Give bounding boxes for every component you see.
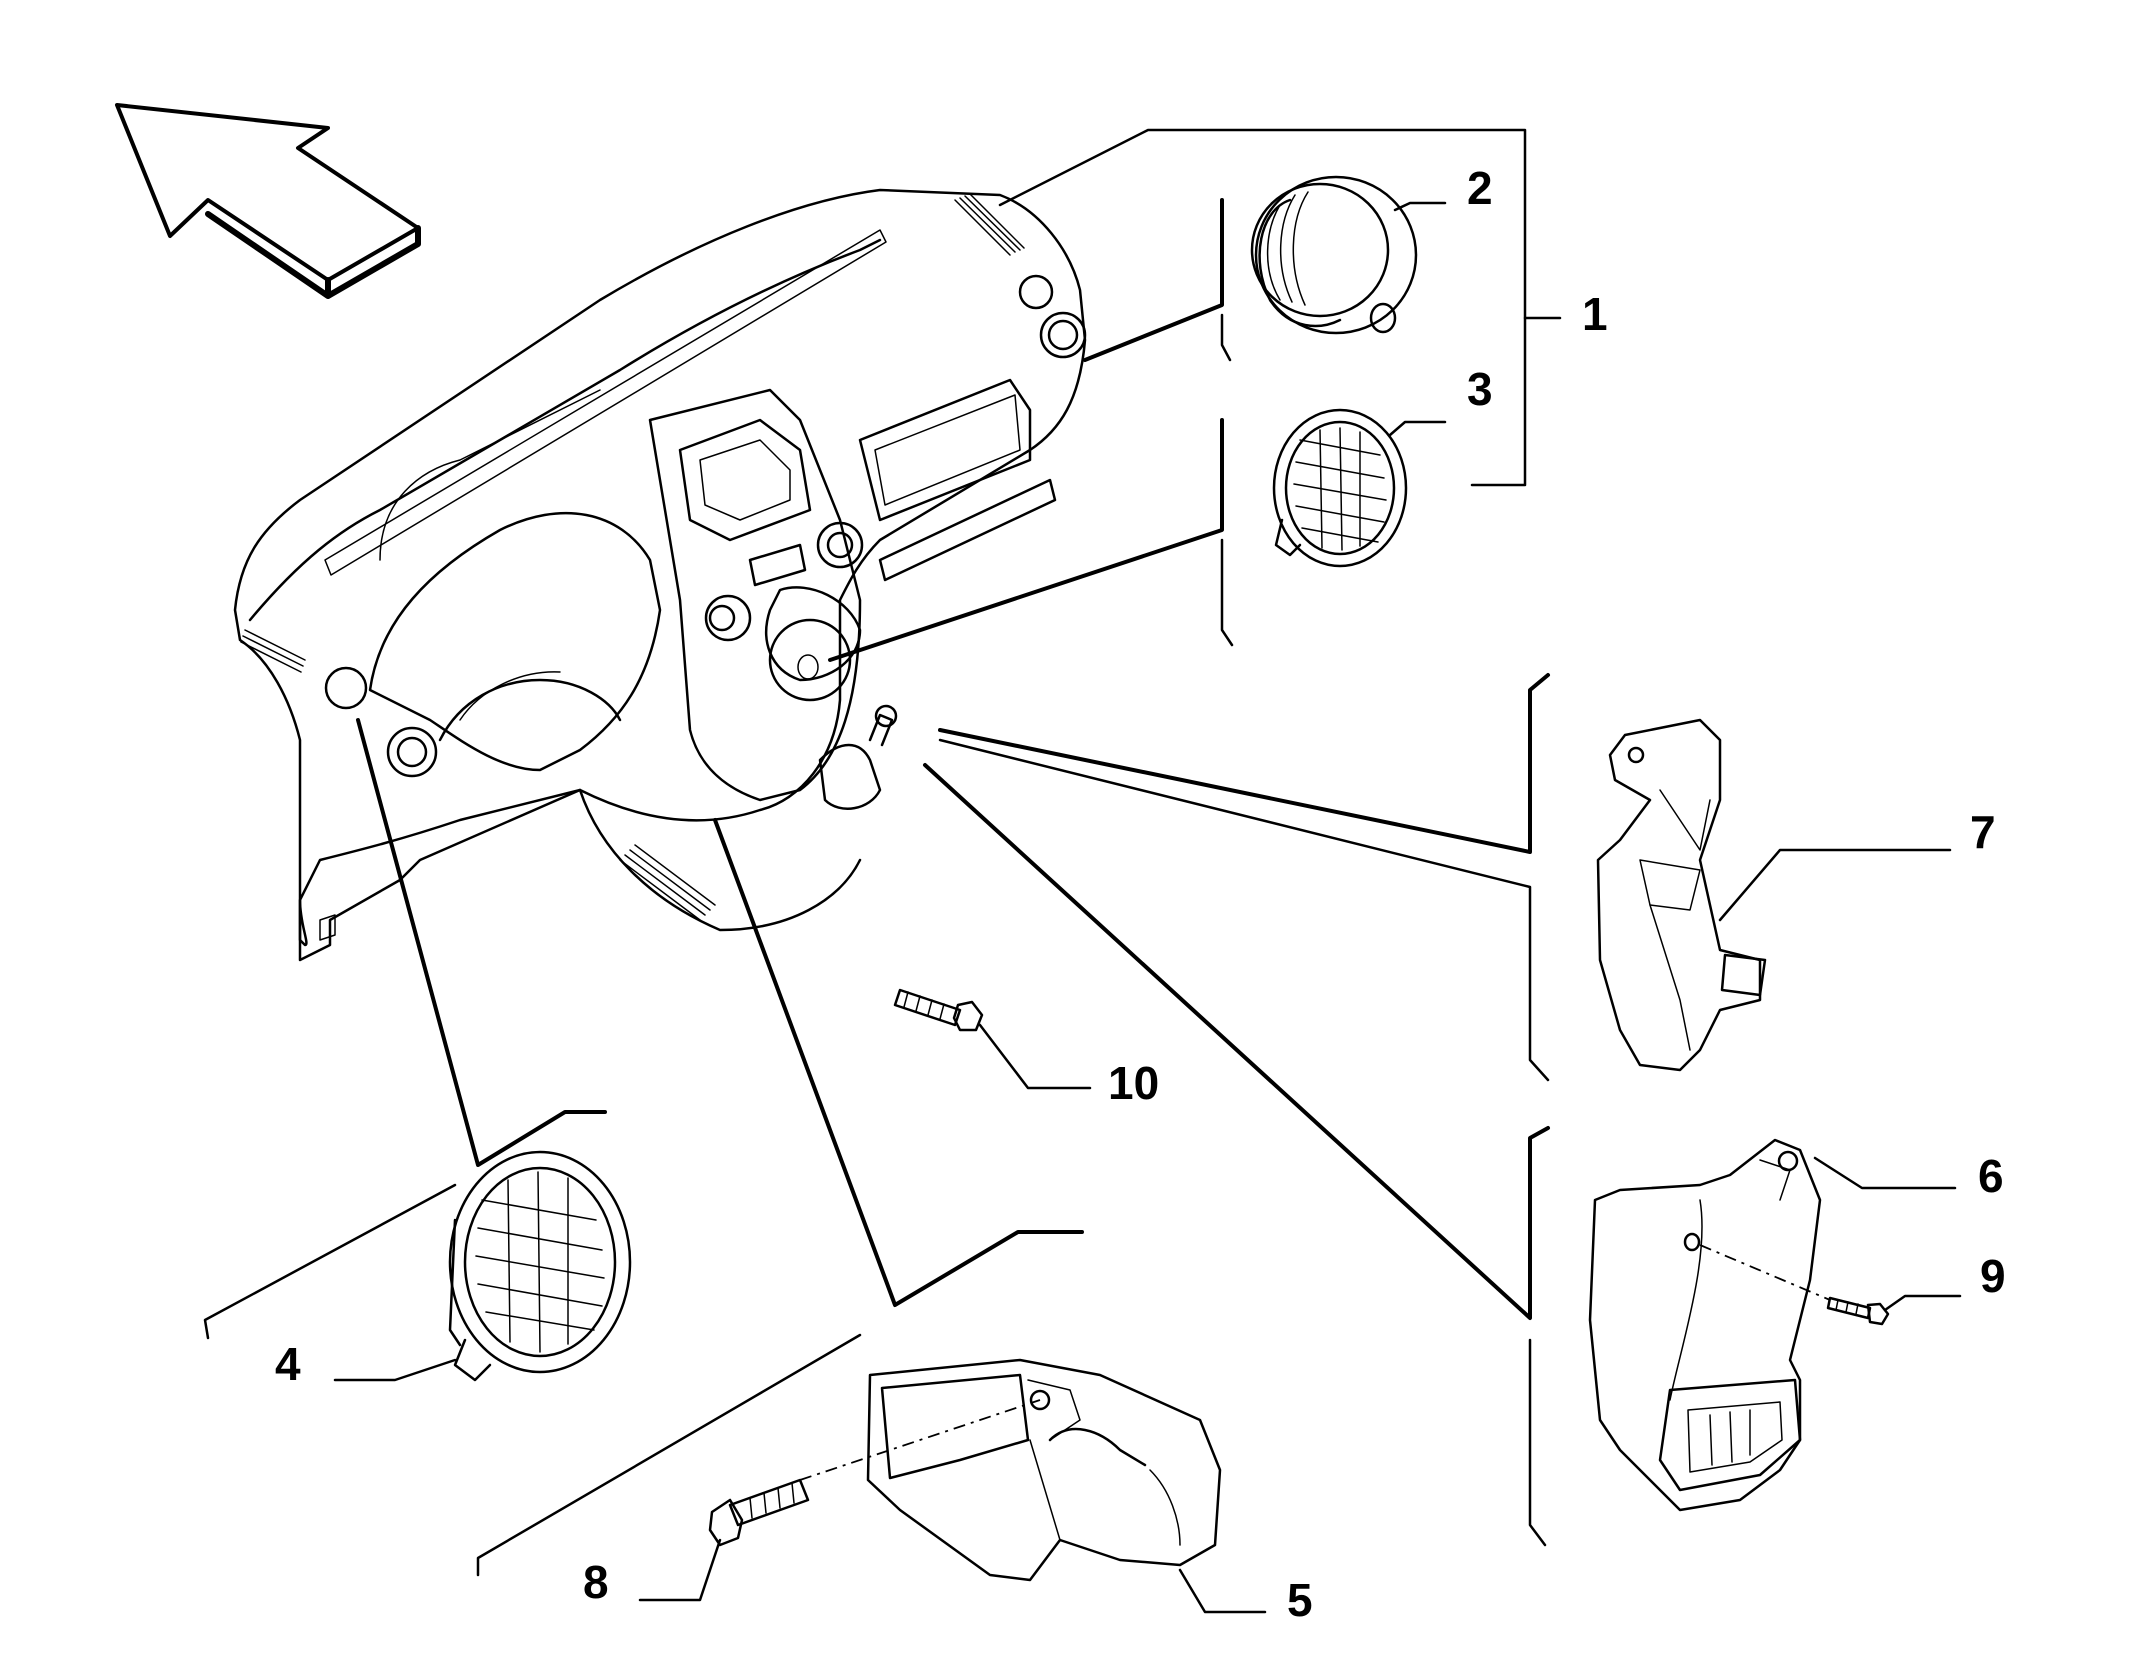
part-2-round-vent xyxy=(1250,175,1418,335)
callout-1: 1 xyxy=(1582,288,1608,340)
part-10-bolt xyxy=(893,988,984,1032)
callout-2: 2 xyxy=(1467,162,1493,214)
assembly-lines xyxy=(799,1244,1831,1481)
callout-4: 4 xyxy=(275,1338,301,1390)
callout-3: 3 xyxy=(1467,363,1493,415)
defrost-grille xyxy=(240,193,1025,673)
callout-9: 9 xyxy=(1980,1250,2006,1302)
part-7-upper-right-duct xyxy=(1596,718,1767,1072)
callout-6: 6 xyxy=(1978,1150,2004,1202)
part-5-lower-duct xyxy=(866,1358,1222,1582)
callout-5: 5 xyxy=(1287,1574,1313,1626)
dashboard-assembly xyxy=(233,188,1087,962)
part-3-grille-vent xyxy=(1272,408,1408,568)
part-4-grille-vent xyxy=(448,1150,632,1382)
part-8-bolt xyxy=(708,1478,810,1547)
callout-8: 8 xyxy=(583,1556,609,1608)
callout-7: 7 xyxy=(1970,806,1996,858)
part-9-bolt xyxy=(1826,1296,1890,1326)
callout-10: 10 xyxy=(1108,1057,1159,1109)
callout-labels: 1 2 3 4 5 6 7 8 9 10 xyxy=(275,162,2006,1626)
leader-lines xyxy=(203,128,1962,1614)
part-6-right-duct xyxy=(1588,1138,1822,1512)
arrow-up-left-icon xyxy=(115,103,421,299)
